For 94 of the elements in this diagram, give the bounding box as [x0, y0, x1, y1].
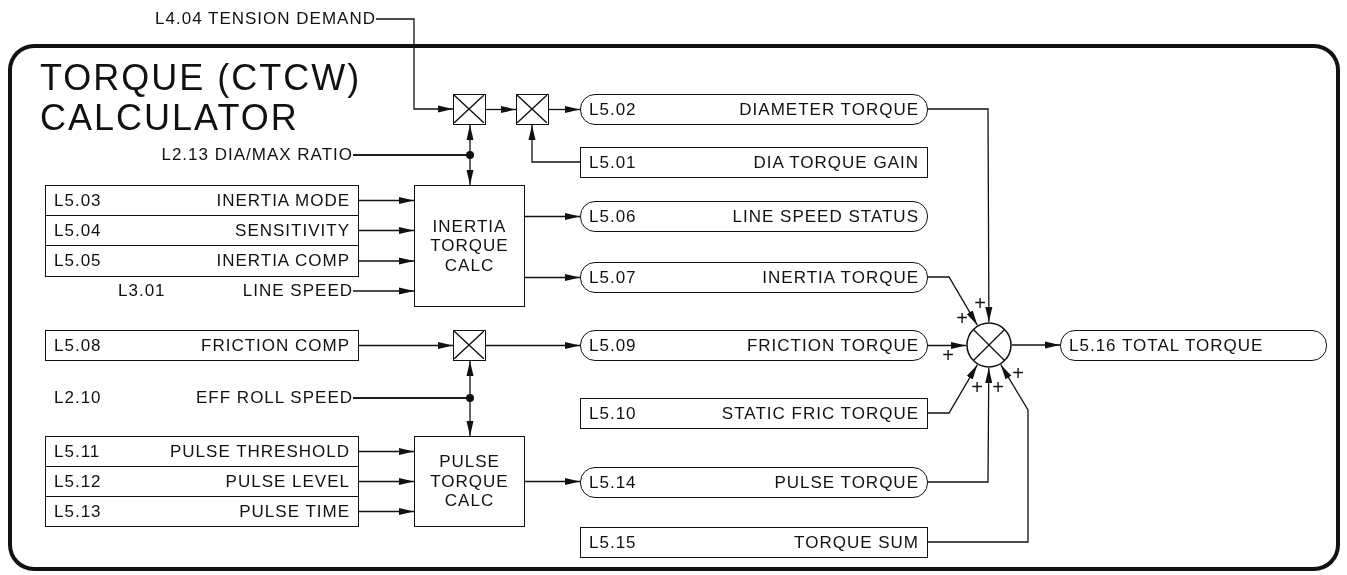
arrow [358, 448, 415, 455]
output-parameter-box [580, 330, 928, 361]
arrow [375, 18, 454, 113]
sign-label: + [955, 308, 969, 328]
arrow [927, 342, 967, 349]
arrow [524, 213, 581, 220]
parameter-name: INERTIA TORQUE [762, 267, 919, 288]
parameter-name: INERTIA MODE [216, 190, 350, 211]
arrow [485, 106, 517, 113]
calculation-block [414, 185, 525, 307]
multiplier-box [453, 330, 486, 361]
sign-label: + [1011, 363, 1025, 383]
parameter-id: L5.13 [54, 501, 102, 522]
arrow [927, 364, 978, 414]
parameter-id: L5.01 [589, 152, 637, 173]
parameter-id: L5.04 [54, 220, 102, 241]
arrow [352, 397, 474, 437]
input-parameter-box [45, 215, 359, 246]
parameter-name: EFF ROLL SPEED [196, 388, 353, 408]
parameter-name: PULSE TIME [239, 501, 350, 522]
signal-name: L4.04 TENSION DEMAND [155, 9, 376, 29]
arrow [927, 276, 978, 326]
arrow [927, 367, 993, 483]
output-parameter-box [580, 94, 928, 125]
parameter-id: L3.01 [118, 281, 166, 301]
input-parameter-box [45, 436, 359, 467]
arrow [358, 257, 415, 265]
parameter-name: LINE SPEED [242, 281, 353, 301]
arrow [524, 274, 581, 281]
parameter-id: L5.15 [589, 532, 637, 553]
sign-label: + [991, 377, 1005, 397]
parameter-id: L5.05 [54, 251, 102, 271]
multiplier-box [516, 94, 549, 125]
input-parameter-box [45, 496, 359, 527]
parameter-id: L5.02 [589, 99, 637, 120]
arrow [352, 154, 474, 186]
parameter-name: SENSITIVITY [235, 220, 350, 241]
parameter-name: LINE SPEED STATUS [732, 206, 919, 227]
input-parameter-box [45, 245, 359, 277]
output-parameter-box [580, 201, 928, 232]
arrow [352, 287, 415, 295]
parameter-id: L5.07 [589, 267, 637, 288]
parameter-id: L5.06 [589, 206, 637, 227]
parameter-id: L5.03 [54, 190, 102, 211]
parameter-id: L5.12 [54, 471, 102, 492]
parameter-name: PULSE LEVEL [225, 471, 350, 492]
parameter-name: PULSE THRESHOLD [170, 441, 350, 462]
arrow [927, 364, 1029, 543]
parameter-name: INERTIA COMP [216, 251, 350, 271]
input-parameter-box [45, 466, 359, 497]
signal-name: L2.13 DIA/MAX RATIO [161, 145, 353, 165]
frame-heading: TORQUE (CTCW) CALCULATOR [40, 58, 363, 138]
block-label: INERTIA TORQUE CALC [429, 216, 510, 276]
input-parameter-box [45, 185, 359, 216]
output-parameter-box [580, 262, 928, 293]
output-parameter-box [580, 467, 928, 498]
input-parameter-box [45, 330, 359, 361]
sign-label: + [970, 377, 984, 397]
calculation-block [414, 436, 525, 527]
input-parameter-box [580, 398, 928, 429]
parameter-id: L5.14 [589, 472, 637, 493]
arrow [358, 478, 415, 485]
parameter-id: L5.11 [54, 441, 101, 462]
parameter-name: TORQUE SUM [794, 532, 919, 553]
input-parameter-box [580, 147, 928, 178]
arrow [358, 227, 415, 234]
block-label: PULSE TORQUE CALC [429, 452, 510, 511]
arrow [358, 508, 415, 515]
multiplier-box [453, 94, 486, 125]
arrow [358, 342, 454, 349]
parameter-name: DIA TORQUE GAIN [753, 152, 919, 173]
arrow [358, 197, 415, 204]
parameter-id: L2.10 [54, 388, 102, 408]
arrow [1011, 341, 1061, 349]
arrow [548, 106, 581, 113]
parameter-name: FRICTION COMP [201, 335, 350, 356]
sign-label: + [973, 293, 987, 313]
arrow [528, 124, 581, 163]
parameter-name: STATIC FRIC TORQUE [721, 403, 919, 424]
parameter-id: L5.08 [54, 335, 102, 356]
parameter-id: L5.09 [589, 335, 637, 356]
parameter-name: FRICTION TORQUE [746, 335, 919, 356]
arrow [485, 342, 581, 349]
output-parameter-box [1060, 330, 1327, 361]
input-parameter-box [580, 527, 928, 558]
diagram-frame [8, 44, 1340, 571]
arrow [927, 108, 993, 323]
parameter-id: L5.10 [589, 403, 637, 424]
arrow [524, 478, 581, 485]
parameter-name: DIAMETER TORQUE [739, 99, 919, 120]
summing-junction [966, 322, 1012, 368]
parameter-name: L5.16 TOTAL TORQUE [1069, 335, 1264, 356]
sign-label: + [941, 345, 955, 365]
parameter-name: PULSE TORQUE [774, 472, 919, 493]
